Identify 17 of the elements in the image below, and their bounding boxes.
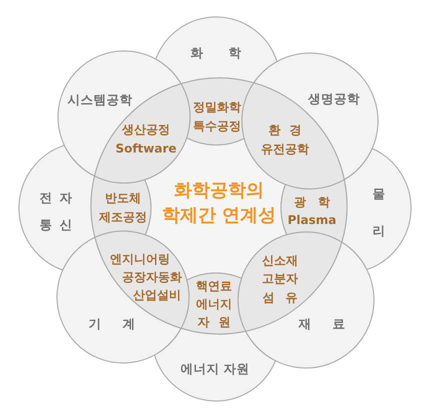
overlap-label: 반도체 제조공정 xyxy=(99,190,147,226)
discipline-label: 시스템공학 xyxy=(68,92,132,108)
center-title: 화학공학의 학제간 연계성 xyxy=(162,178,276,228)
discipline-label: 전 자 통 신 xyxy=(39,188,73,234)
overlap-label: 광 학 Plasma xyxy=(288,194,336,229)
overlap-label: 정밀화학 특수공정 xyxy=(193,99,241,135)
discipline-label: 에너지 자원 xyxy=(180,361,250,377)
discipline-label: 기 계 xyxy=(88,316,136,332)
overlap-label: 생산공정 Software xyxy=(115,122,177,157)
discipline-label: 재 료 xyxy=(298,316,346,332)
overlap-label: 엔지니어링 공장자동화 산업설비 xyxy=(110,251,182,304)
overlap-label: 핵연료 에너지 자 원 xyxy=(196,278,232,331)
overlap-label: 신소재 고분자 섬 유 xyxy=(262,252,298,306)
discipline-label: 물 리 xyxy=(372,184,386,240)
overlap-label: 환 경 유전공학 xyxy=(261,122,309,158)
discipline-label: 화 학 xyxy=(190,45,242,61)
discipline-label: 생명공학 xyxy=(308,91,360,107)
